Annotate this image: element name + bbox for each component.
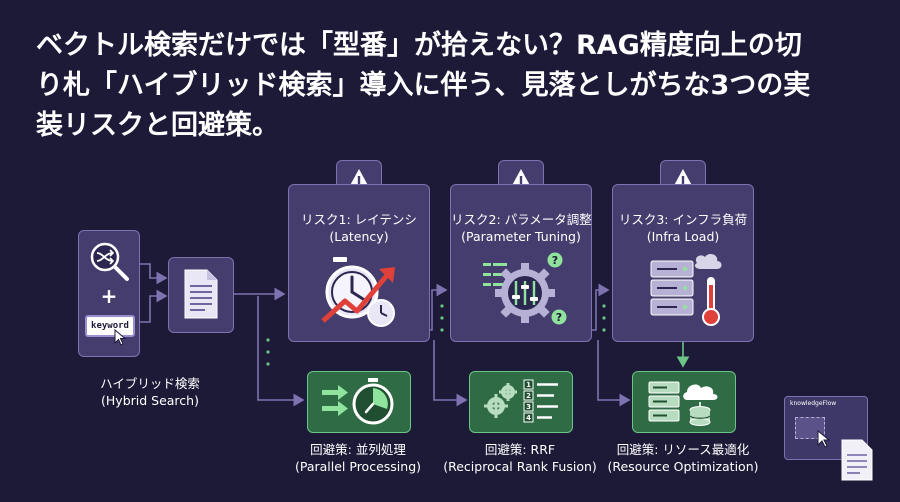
document-box xyxy=(168,257,234,333)
risk2-label: リスク2: パラメータ調整 (Parameter Tuning) xyxy=(451,211,592,245)
arrow-hybrid-to-doc-upper xyxy=(138,263,168,285)
brand-logo: knowledgeFlow xyxy=(784,396,884,488)
risk3-label: リスク3: インフラ負荷 (Infra Load) xyxy=(613,211,753,245)
page-title: ベクトル検索だけでは「型番」が拾えない？RAG精度向上の切 り札「ハイブリッド検… xyxy=(36,26,866,146)
solution1-title: 回避策: 並列処理 xyxy=(310,442,406,457)
solution1-label: 回避策: 並列処理 (Parallel Processing) xyxy=(278,441,438,475)
rank-number: 3 xyxy=(526,403,531,411)
risk3-title: リスク3: インフラ負荷 xyxy=(618,212,748,227)
rank-number: 1 xyxy=(526,381,531,389)
cursor-icon xyxy=(114,329,127,346)
arrow-doc-to-solution1 xyxy=(257,296,305,407)
solution3-subtitle: (Resource Optimization) xyxy=(607,459,759,474)
arrow-to-solution3 xyxy=(597,340,631,407)
gears-ranking-icon: 1 2 3 4 xyxy=(484,379,558,423)
arrow-risk1-to-risk2 xyxy=(429,283,448,331)
title-line-1: ベクトル検索だけでは「型番」が拾えない？RAG精度向上の切 xyxy=(36,30,802,61)
title-line-3: 装リスクと回避策。 xyxy=(36,110,279,141)
hybrid-search-box: + keyword xyxy=(78,230,140,357)
risk1-panel: リスク1: レイテンシ (Latency) xyxy=(288,184,430,342)
document-icon xyxy=(184,269,218,319)
rank-number: 2 xyxy=(526,392,531,400)
arrow-hybrid-to-doc-lower xyxy=(138,289,168,323)
keyword-field: keyword xyxy=(85,315,135,337)
solution2-title: 回避策: RRF xyxy=(484,442,556,457)
solution3-panel xyxy=(632,371,736,433)
solution2-subtitle: (Reciprocal Rank Fusion) xyxy=(443,459,597,474)
plus-sign: + xyxy=(100,284,118,308)
rank-number: 4 xyxy=(526,414,531,422)
solution1-panel xyxy=(307,371,411,433)
brand-document-icon xyxy=(841,439,873,481)
risk1-title: リスク1: レイテンシ xyxy=(301,212,417,227)
brand-name: knowledgeFlow xyxy=(790,400,837,407)
solution2-label: 回避策: RRF (Reciprocal Rank Fusion) xyxy=(436,441,604,475)
hybrid-label-en: (Hybrid Search) xyxy=(101,393,199,408)
risk2-panel: リスク2: パラメータ調整 (Parameter Tuning) ? ? xyxy=(450,184,592,342)
arrow-to-solution2 xyxy=(433,340,468,407)
title-line-2: り札「ハイブリッド検索」導入に伴う、見落としがちな3つの実 xyxy=(36,70,811,101)
question-mark-icon: ? xyxy=(556,311,562,324)
question-mark-icon: ? xyxy=(552,254,558,267)
risk1-subtitle: (Latency) xyxy=(329,229,389,244)
brand-cursor-icon xyxy=(817,430,831,448)
risk1-label: リスク1: レイテンシ (Latency) xyxy=(289,211,429,245)
server-cloud-icon xyxy=(648,381,718,426)
parallel-stopwatch-icon xyxy=(322,378,394,425)
risk3-subtitle: (Infra Load) xyxy=(646,229,720,244)
vector-search-icon xyxy=(90,242,129,281)
risk2-title: リスク2: パラメータ調整 xyxy=(451,212,592,227)
solution3-label: 回避策: リソース最適化 (Resource Optimization) xyxy=(600,441,766,475)
server-heat-icon xyxy=(650,254,722,326)
arrow-risk2-to-risk3 xyxy=(592,283,610,331)
risk3-panel: リスク3: インフラ負荷 (Infra Load) xyxy=(612,184,754,342)
gear-sliders-icon: ? ? xyxy=(483,252,567,325)
solution3-title: 回避策: リソース最適化 xyxy=(616,442,750,457)
risk2-subtitle: (Parameter Tuning) xyxy=(461,229,581,244)
stopwatch-trend-icon xyxy=(321,257,395,327)
solution1-subtitle: (Parallel Processing) xyxy=(294,459,422,474)
keyword-text: keyword xyxy=(91,321,129,331)
solution2-panel: 1 2 3 4 xyxy=(469,371,573,433)
hybrid-search-label: ハイブリッド検索 (Hybrid Search) xyxy=(70,375,230,409)
hybrid-label-ja: ハイブリッド検索 xyxy=(100,376,200,391)
